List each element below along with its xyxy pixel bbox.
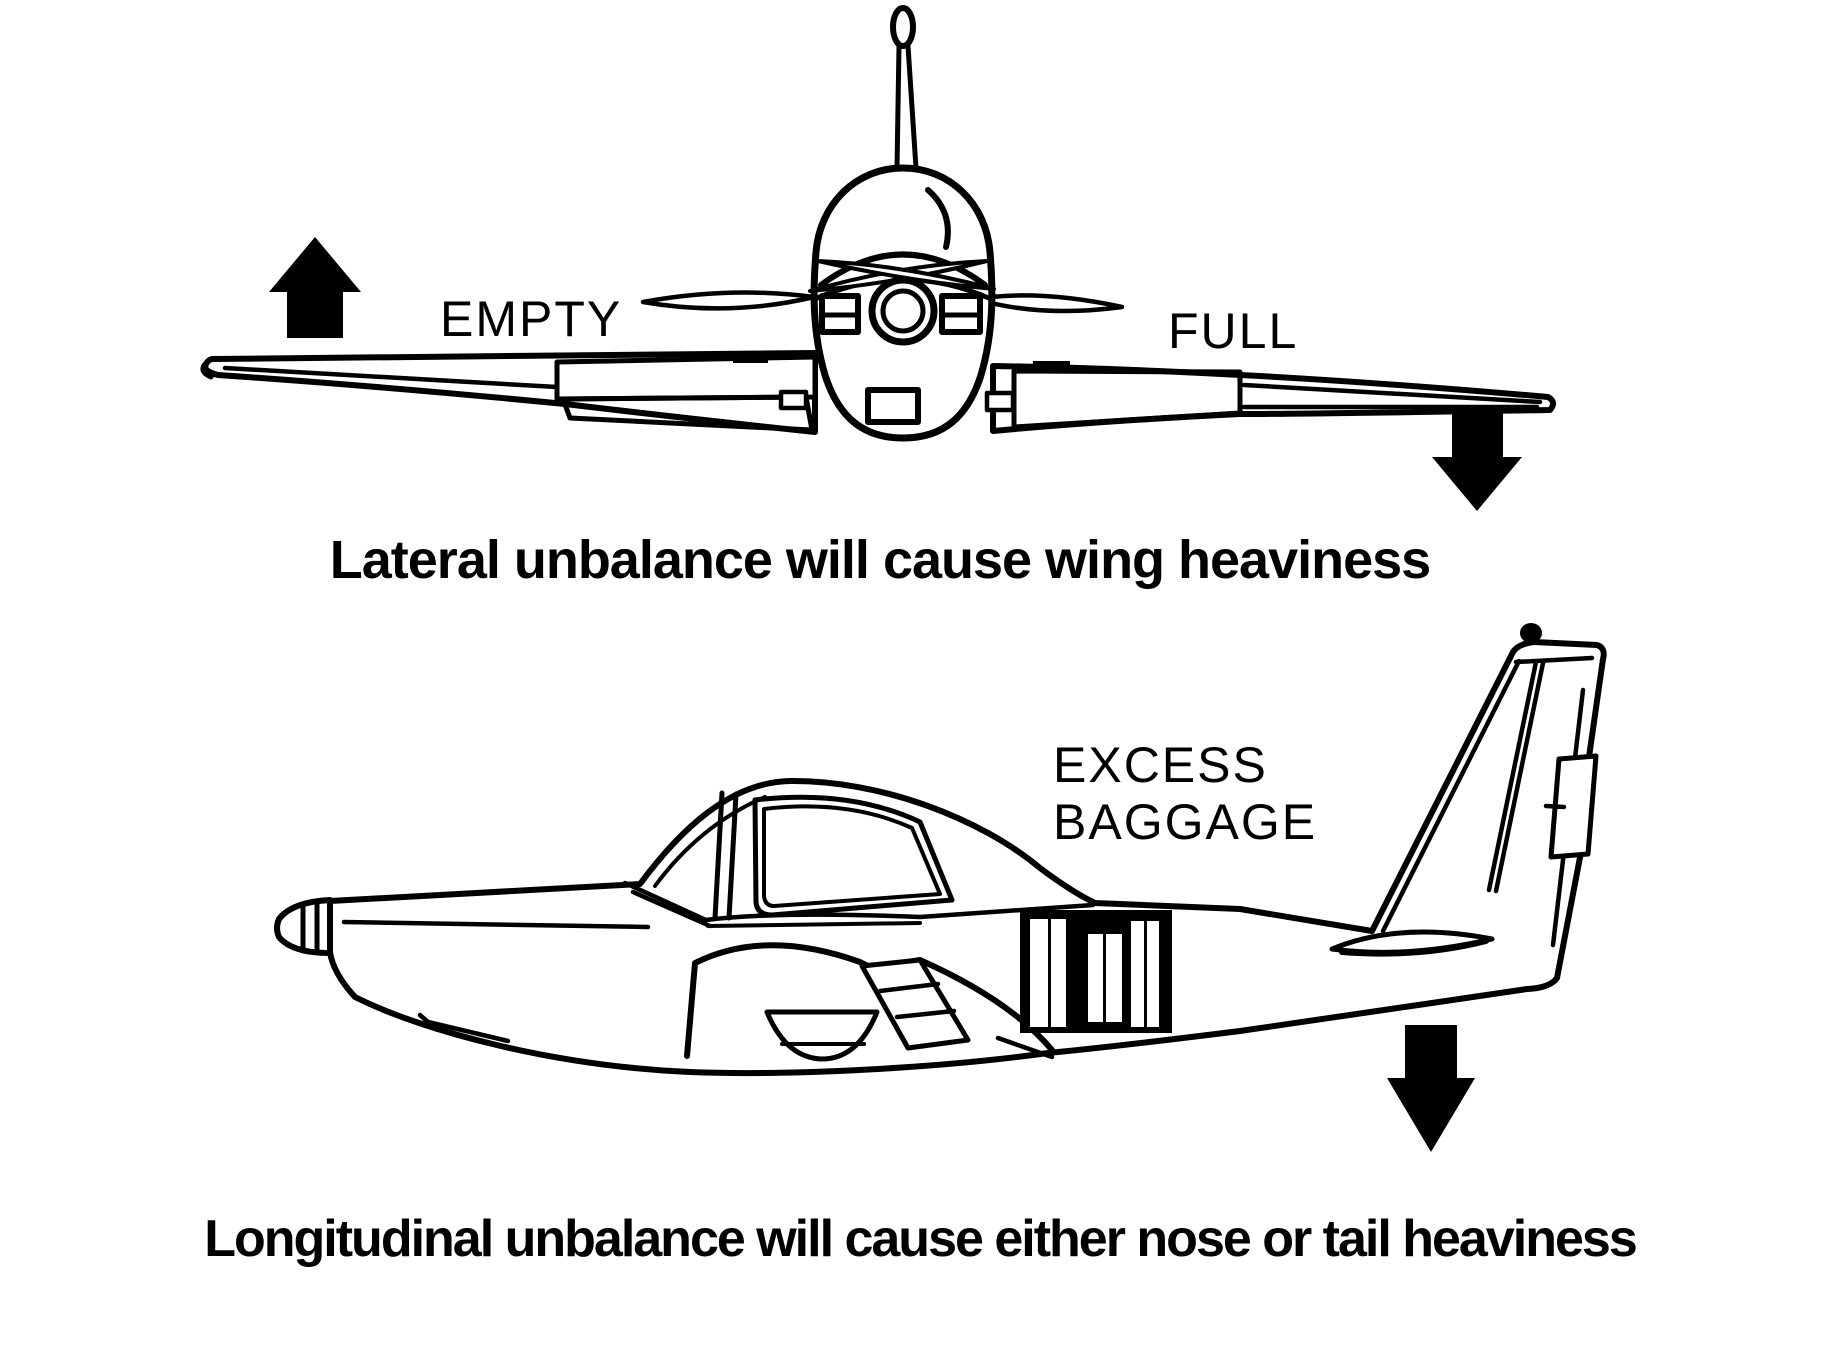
windshield [818,251,988,288]
baggage-item [1106,934,1122,1022]
side-window [752,794,955,918]
side-view-aircraft [274,623,1607,1077]
excess-baggage-label-line1: EXCESS [1053,737,1268,793]
excess-baggage-label-line2: BAGGAGE [1053,794,1317,850]
right-wing [984,361,1556,434]
baggage-item [1088,934,1103,1022]
cowl-intakes [819,293,983,335]
propeller-blade [816,259,996,291]
front-view-aircraft [200,5,1556,442]
baggage-item [1030,919,1048,1027]
stabilizer-right [973,293,1125,314]
lateral-unbalance-figure: EMPTY FULL Lateral unbalance will cause … [200,5,1556,590]
wheel-fairing [764,1009,880,1062]
left-wing [200,350,818,435]
nose [274,897,511,1044]
baggage-item [1051,919,1066,1027]
baggage-item [1147,921,1159,1027]
down-arrow-icon [1387,1025,1475,1152]
lateral-caption: Lateral unbalance will cause wing heavin… [330,530,1430,590]
gear-door-right [984,390,1016,413]
wing-root-fairing [684,942,1055,1062]
fuselage-side [327,639,1607,1077]
longitudinal-unbalance-figure: EXCESS BAGGAGE Longitudinal unbalance wi… [204,623,1638,1268]
up-arrow-icon [269,237,361,338]
beacon-light [1520,623,1542,643]
fuel-cap-right [1033,361,1070,372]
canopy-windows [712,790,955,921]
flap-panel-left [554,354,818,402]
vertical-tail [1380,623,1599,948]
longitudinal-caption: Longitudinal unbalance will cause either… [204,1210,1636,1268]
gear-door-left [778,389,809,411]
landing-light [865,387,921,425]
baggage-compartment [1020,910,1172,1033]
rudder-trim-tab [1548,753,1599,860]
antenna [890,5,919,171]
stabilizer-left [640,290,817,311]
baggage-item [1131,921,1144,1027]
boarding-step [859,957,971,1051]
windshield-wiper [925,187,951,250]
fuel-tank-empty-hatch [560,394,815,433]
fuel-cap-left [733,352,768,363]
down-arrow-icon [1432,410,1522,511]
propeller-spinner-ring [880,288,926,334]
full-wing-label: FULL [1168,303,1298,359]
empty-wing-label: EMPTY [440,291,622,347]
